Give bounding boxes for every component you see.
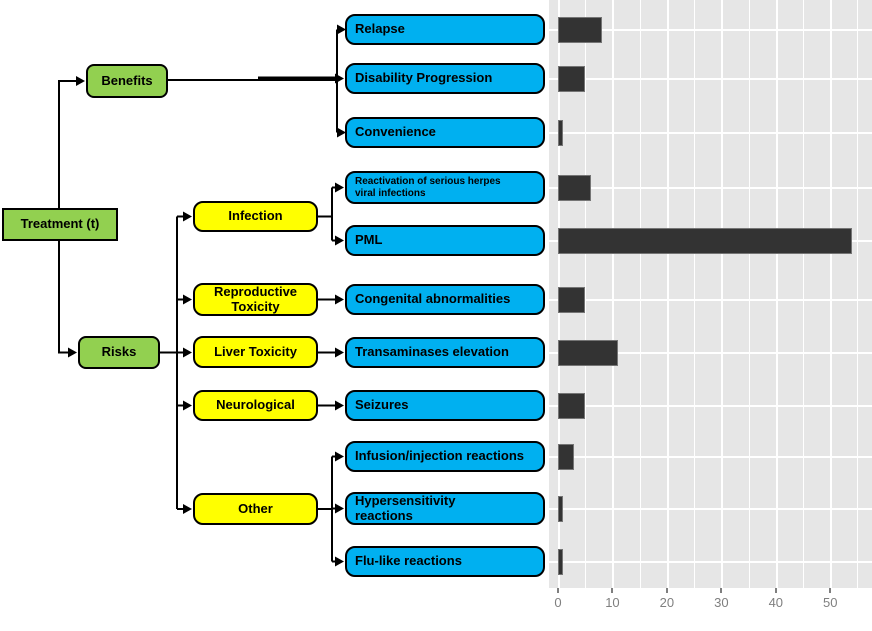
node-congenital-abnormalities-label: Congenital abnormalities: [355, 291, 511, 307]
major-gridline: [830, 0, 833, 588]
bar-congenital: [558, 286, 586, 313]
bar-disability: [558, 65, 586, 92]
category-gridline: [549, 351, 872, 354]
node-seizures: Seizures: [345, 390, 545, 421]
node-risks: Risks: [78, 336, 160, 369]
category-gridline: [549, 77, 872, 80]
node-infusion-injection-reactions-label: Infusion/injection reactions: [355, 448, 525, 464]
category-gridline: [549, 298, 872, 301]
bar-hypersensitivity: [558, 495, 564, 522]
minor-gridline: [694, 0, 696, 588]
bar-relapse: [558, 16, 602, 43]
tree-connector-lines: [58, 24, 346, 567]
node-infusion-injection-reactions: Infusion/injection reactions: [345, 441, 545, 472]
node-disability-progression-label: Disability Progression: [355, 70, 493, 86]
bar-infusion: [558, 443, 575, 470]
node-risks-label: Risks: [101, 344, 137, 360]
node-reproductive-toxicity-label: Reproductive Toxicity: [213, 284, 298, 314]
x-axis-tick-label: 40: [768, 595, 784, 610]
node-pml: PML: [345, 225, 545, 256]
major-gridline: [721, 0, 724, 588]
node-relapse: Relapse: [345, 14, 545, 45]
node-liver-toxicity-label: Liver Toxicity: [214, 343, 297, 359]
node-benefits: Benefits: [86, 64, 168, 98]
node-flu-like-reactions-label: Flu-like reactions: [355, 553, 462, 569]
x-axis-tick-label: 20: [659, 595, 675, 610]
category-gridline: [549, 507, 872, 510]
x-axis-tick-label: 10: [605, 595, 620, 610]
minor-gridline: [803, 0, 805, 588]
node-convenience-label: Convenience: [355, 124, 436, 140]
category-gridline: [549, 28, 872, 31]
node-hypersensitivity-reactions-label: Hypersensitivity reactions: [355, 493, 456, 523]
node-transaminases-elevation: Transaminases elevation: [345, 337, 545, 368]
category-gridline: [549, 131, 872, 134]
node-relapse-label: Relapse: [355, 21, 405, 37]
minor-gridline: [748, 0, 750, 588]
node-neurological-label: Neurological: [216, 397, 295, 413]
node-neurological: Neurological: [193, 390, 318, 421]
category-gridline: [549, 560, 872, 563]
node-hypersensitivity-reactions: Hypersensitivity reactions: [345, 492, 545, 525]
node-disability-progression: Disability Progression: [345, 63, 545, 94]
major-gridline: [612, 0, 615, 588]
node-seizures-label: Seizures: [355, 397, 409, 413]
x-axis-tick-label: 50: [823, 595, 838, 610]
minor-gridline: [639, 0, 641, 588]
node-infection-label: Infection: [228, 208, 283, 224]
category-gridline: [549, 186, 872, 189]
node-congenital-abnormalities: Congenital abnormalities: [345, 284, 545, 315]
node-reproductive-toxicity: Reproductive Toxicity: [193, 283, 318, 316]
node-herpes-reactivation-label: Reactivation of serious herpes viral inf…: [355, 175, 501, 199]
x-axis-tick-label: 0: [554, 595, 562, 610]
node-transaminases-elevation-label: Transaminases elevation: [355, 344, 509, 360]
major-gridline: [666, 0, 669, 588]
x-axis-tick-mark: [665, 588, 668, 593]
bar-herpes: [558, 174, 591, 201]
x-axis-tick-label: 30: [714, 595, 729, 610]
bar-seizures: [558, 392, 586, 419]
node-treatment: Treatment (t): [2, 208, 118, 241]
x-axis-tick-mark: [720, 588, 723, 593]
major-gridline: [775, 0, 778, 588]
node-convenience: Convenience: [345, 117, 545, 148]
bar-pml: [558, 227, 852, 254]
node-herpes-reactivation: Reactivation of serious herpes viral inf…: [345, 171, 545, 204]
node-other-label: Other: [238, 500, 273, 516]
x-axis-tick-mark: [557, 588, 559, 593]
node-treatment-label: Treatment (t): [20, 216, 100, 232]
node-infection: Infection: [193, 201, 318, 232]
bar-flulike: [558, 548, 564, 575]
bar-chart-panel: [549, 0, 872, 588]
category-gridline: [549, 404, 872, 407]
node-benefits-label: Benefits: [101, 72, 153, 88]
x-axis-tick-mark: [774, 588, 777, 593]
category-gridline: [549, 455, 872, 458]
minor-gridline: [857, 0, 859, 588]
minor-gridline: [585, 0, 587, 588]
node-other: Other: [193, 493, 318, 525]
node-pml-label: PML: [355, 232, 383, 248]
bar-transaminases: [558, 339, 618, 366]
x-axis-tick-mark: [611, 588, 614, 593]
node-liver-toxicity: Liver Toxicity: [193, 336, 318, 368]
x-axis-tick-mark: [829, 588, 832, 593]
node-flu-like-reactions: Flu-like reactions: [345, 546, 545, 577]
bar-convenience: [558, 119, 564, 146]
